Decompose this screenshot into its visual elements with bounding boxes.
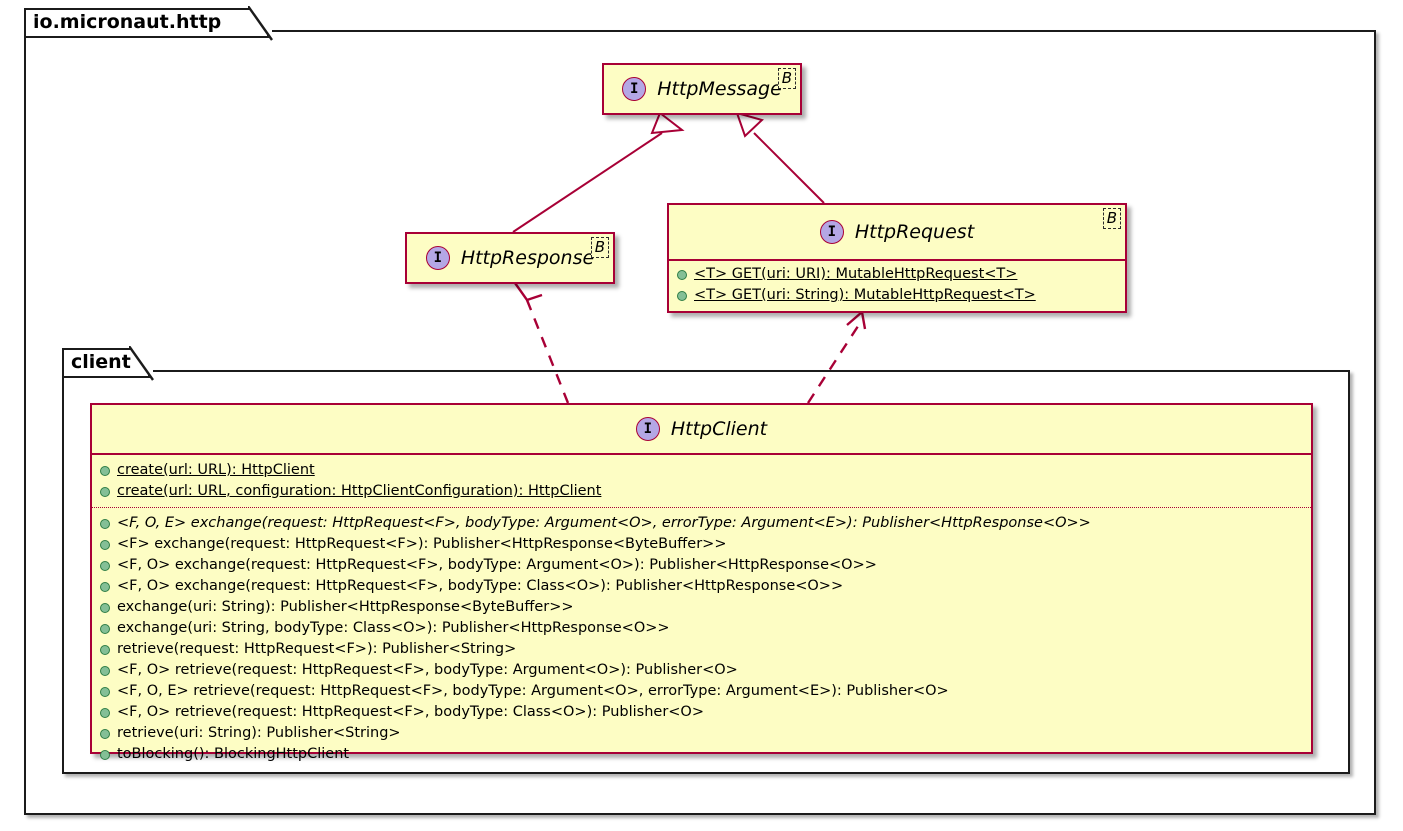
class-member[interactable]: retrieve(uri: String): Publisher<String> xyxy=(92,723,1311,744)
httpclient-instance-methods: <F, O, E> exchange(request: HttpRequest<… xyxy=(92,507,1311,769)
visibility-public-icon xyxy=(677,269,687,280)
class-member[interactable]: create(url: URL, configuration: HttpClie… xyxy=(92,481,1311,502)
class-name-httpclient: HttpClient xyxy=(670,418,768,440)
class-box-httpclient[interactable]: I HttpClient create(url: URL): HttpClien… xyxy=(90,403,1313,762)
visibility-public-icon xyxy=(100,486,110,497)
class-name-httpresponse: HttpResponse xyxy=(460,247,595,269)
class-box-httpmessage[interactable]: I HttpMessage B xyxy=(602,63,802,115)
class-member[interactable]: <T> GET(uri: URI): MutableHttpRequest<T> xyxy=(669,264,1125,285)
class-box-httprequest[interactable]: I HttpRequest B <T> GET(uri: URI): Mutab… xyxy=(667,203,1127,313)
httpclient-static-methods: create(url: URL): HttpClient create(url:… xyxy=(92,455,1311,507)
member-signature: <F, O> exchange(request: HttpRequest<F>,… xyxy=(117,578,844,594)
class-header-httpresponse: I HttpResponse B xyxy=(407,234,613,282)
class-box-httpresponse[interactable]: I HttpResponse B xyxy=(405,232,615,284)
member-signature: create(url: URL): HttpClient xyxy=(117,462,315,478)
visibility-public-icon xyxy=(100,707,110,718)
class-header-httpclient: I HttpClient xyxy=(92,405,1311,455)
visibility-public-icon xyxy=(100,728,110,739)
visibility-public-icon xyxy=(100,686,110,697)
interface-icon: I xyxy=(819,220,844,244)
class-header-httpmessage: I HttpMessage B xyxy=(604,65,800,113)
class-member[interactable]: <F, O, E> exchange(request: HttpRequest<… xyxy=(92,513,1311,534)
class-member[interactable]: <T> GET(uri: String): MutableHttpRequest… xyxy=(669,285,1125,306)
member-signature: toBlocking(): BlockingHttpClient xyxy=(117,746,350,762)
package-client-label: client xyxy=(71,351,131,373)
class-member[interactable]: exchange(uri: String, bodyType: Class<O>… xyxy=(92,618,1311,639)
member-signature: exchange(uri: String, bodyType: Class<O>… xyxy=(117,620,670,636)
class-name-httprequest: HttpRequest xyxy=(854,221,975,243)
member-signature: <F, O> retrieve(request: HttpRequest<F>,… xyxy=(117,662,738,678)
member-signature: <F, O> retrieve(request: HttpRequest<F>,… xyxy=(117,704,704,720)
member-signature: <F, O, E> exchange(request: HttpRequest<… xyxy=(117,515,1091,531)
member-signature: <F, O> exchange(request: HttpRequest<F>,… xyxy=(117,557,877,573)
class-member[interactable]: <F, O> retrieve(request: HttpRequest<F>,… xyxy=(92,702,1311,723)
member-signature: <T> GET(uri: URI): MutableHttpRequest<T> xyxy=(694,266,1018,282)
visibility-public-icon xyxy=(100,539,110,550)
generic-parameter-badge: B xyxy=(1102,208,1121,229)
visibility-public-icon xyxy=(677,290,687,301)
interface-icon: I xyxy=(635,417,660,441)
class-member[interactable]: <F, O, E> retrieve(request: HttpRequest<… xyxy=(92,681,1311,702)
member-signature: retrieve(request: HttpRequest<F>): Publi… xyxy=(117,641,517,657)
member-signature: create(url: URL, configuration: HttpClie… xyxy=(117,483,602,499)
visibility-public-icon xyxy=(100,581,110,592)
member-signature: <T> GET(uri: String): MutableHttpRequest… xyxy=(694,287,1036,303)
package-io-micronaut-http-label: io.micronaut.http xyxy=(33,11,222,33)
visibility-public-icon xyxy=(100,749,110,760)
interface-icon: I xyxy=(622,77,647,101)
class-member[interactable]: toBlocking(): BlockingHttpClient xyxy=(92,744,1311,765)
class-member[interactable]: exchange(uri: String): Publisher<HttpRes… xyxy=(92,597,1311,618)
package-tab-notch-client xyxy=(129,346,154,381)
visibility-public-icon xyxy=(100,602,110,613)
visibility-public-icon xyxy=(100,644,110,655)
member-signature: exchange(uri: String): Publisher<HttpRes… xyxy=(117,599,574,615)
visibility-public-icon xyxy=(100,560,110,571)
visibility-public-icon xyxy=(100,665,110,676)
generic-parameter-badge: B xyxy=(590,237,609,258)
member-signature: <F, O, E> retrieve(request: HttpRequest<… xyxy=(117,683,949,699)
member-signature: <F> exchange(request: HttpRequest<F>): P… xyxy=(117,536,727,552)
class-member[interactable]: create(url: URL): HttpClient xyxy=(92,460,1311,481)
visibility-public-icon xyxy=(100,465,110,476)
interface-icon: I xyxy=(425,246,450,270)
package-io-micronaut-http-tab: io.micronaut.http xyxy=(24,8,269,38)
package-tab-notch-http xyxy=(248,6,273,41)
generic-parameter-badge: B xyxy=(777,68,796,89)
visibility-public-icon xyxy=(100,623,110,634)
class-member[interactable]: <F, O> exchange(request: HttpRequest<F>,… xyxy=(92,576,1311,597)
member-signature: retrieve(uri: String): Publisher<String> xyxy=(117,725,401,741)
class-header-httprequest: I HttpRequest B xyxy=(669,205,1125,261)
httprequest-static-methods: <T> GET(uri: URI): MutableHttpRequest<T>… xyxy=(669,261,1125,310)
class-member[interactable]: <F, O> retrieve(request: HttpRequest<F>,… xyxy=(92,660,1311,681)
class-member[interactable]: retrieve(request: HttpRequest<F>): Publi… xyxy=(92,639,1311,660)
class-member[interactable]: <F> exchange(request: HttpRequest<F>): P… xyxy=(92,534,1311,555)
visibility-public-icon xyxy=(100,518,110,529)
class-member[interactable]: <F, O> exchange(request: HttpRequest<F>,… xyxy=(92,555,1311,576)
class-name-httpmessage: HttpMessage xyxy=(657,78,782,100)
